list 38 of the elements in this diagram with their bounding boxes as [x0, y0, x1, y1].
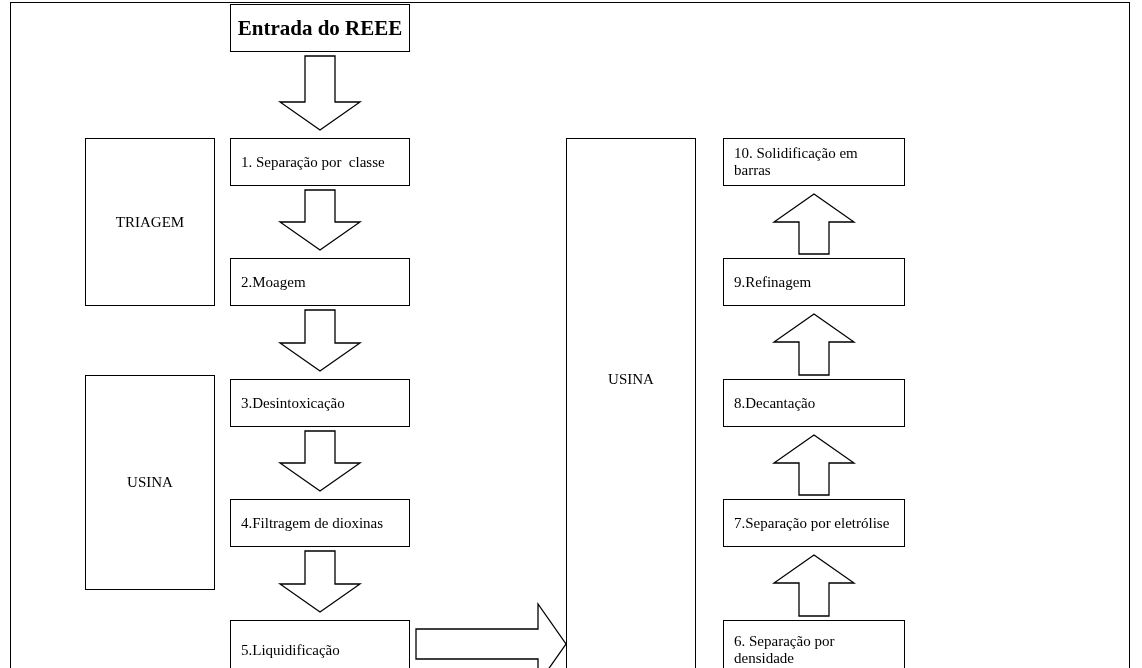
process-box: [230, 4, 410, 52]
step-label: 8.Decantação: [734, 394, 816, 412]
process-box: [723, 379, 905, 427]
process-box: [230, 620, 410, 668]
block-arrow: [771, 313, 857, 376]
block-arrow: [277, 309, 363, 372]
block-arrow: [771, 434, 857, 496]
process-box: [230, 138, 410, 186]
block-arrow: [277, 55, 363, 131]
group-box: [85, 138, 215, 306]
step-label: 1. Separação por classe: [241, 153, 385, 171]
block-arrow: [277, 550, 363, 613]
step-label: 2.Moagem: [241, 273, 306, 291]
block-arrow: [771, 193, 857, 255]
step-label: 10. Solidificação em barras: [734, 145, 859, 179]
step-label: USINA: [608, 371, 654, 388]
step-label: 4.Filtragem de dioxinas: [241, 514, 384, 532]
process-box: [230, 258, 410, 306]
step-label: 7.Separação por eletrólise: [734, 514, 890, 532]
process-box: [723, 258, 905, 306]
process-box: [230, 499, 410, 547]
process-box: [723, 138, 905, 186]
process-box: [723, 499, 905, 547]
step-label: USINA: [127, 474, 173, 491]
block-arrow: [277, 430, 363, 492]
block-arrow: [415, 601, 567, 668]
block-arrow: [771, 554, 857, 617]
group-box: [85, 375, 215, 590]
title-text: Entrada do REEE: [237, 15, 403, 41]
step-label: 5.Liquidificação: [241, 641, 340, 659]
step-label: TRIAGEM: [115, 213, 185, 231]
block-arrow: [277, 189, 363, 251]
step-label: 3.Desintoxicação: [241, 394, 345, 412]
process-box: [230, 379, 410, 427]
step-label: 6. Separação por densidade: [734, 633, 836, 667]
process-box: [723, 620, 905, 668]
group-box: [566, 138, 696, 668]
step-label: 9.Refinagem: [734, 273, 812, 291]
